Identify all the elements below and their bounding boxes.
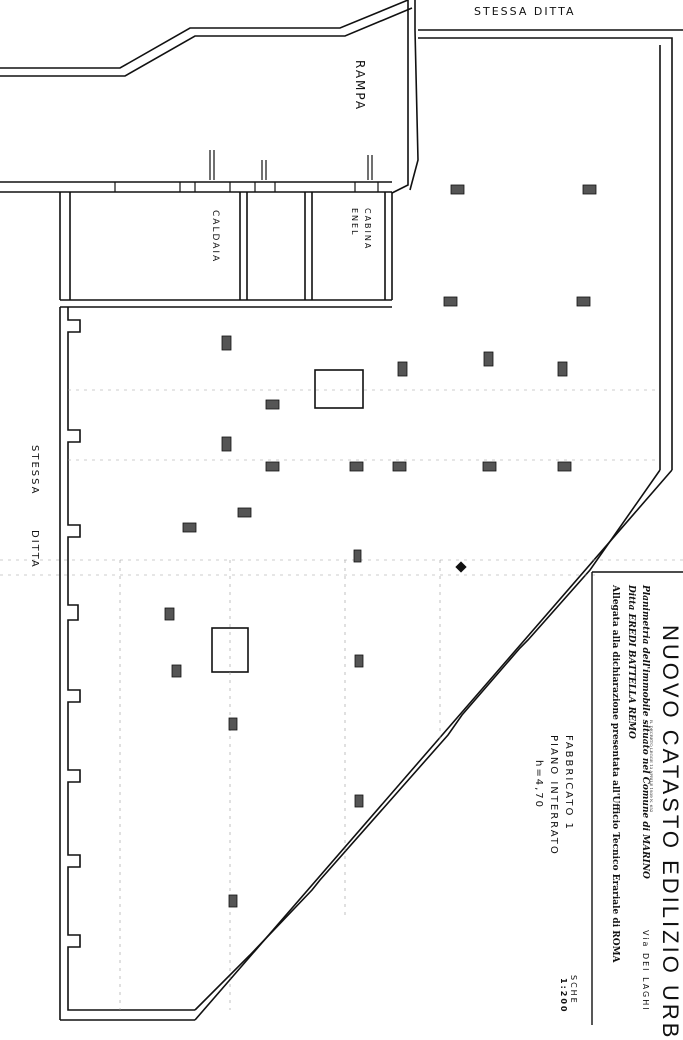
building-label-3: h=4,70 bbox=[533, 760, 544, 809]
pillar bbox=[576, 296, 591, 307]
pillar bbox=[349, 461, 364, 472]
opening-1 bbox=[314, 369, 364, 409]
building-label-1: FABBRICATO 1 bbox=[563, 735, 574, 831]
service-wall-2 bbox=[304, 192, 313, 300]
pillar bbox=[392, 461, 407, 472]
ramp-wall-right-inner bbox=[409, 0, 419, 191]
pillar bbox=[265, 461, 280, 472]
label-cabina: CABINA bbox=[363, 208, 372, 251]
ramp-wall-upper-inner bbox=[0, 7, 413, 77]
label-caldaia: CALDAIA bbox=[210, 210, 220, 264]
label-left-adjacent-1: STESSA bbox=[29, 445, 40, 496]
pillar bbox=[443, 296, 458, 307]
pillar bbox=[221, 436, 232, 452]
title-block-line1: Planimetria dell'immobile situato nel Co… bbox=[640, 585, 650, 879]
pillar bbox=[228, 894, 238, 908]
left-wall-inner bbox=[67, 307, 195, 1011]
label-top-adjacent: STESSA DITTA bbox=[474, 5, 576, 18]
service-wall-3 bbox=[384, 192, 393, 300]
service-room-caldaia bbox=[59, 192, 71, 300]
ramp-wall-right bbox=[391, 0, 409, 194]
pillar bbox=[182, 522, 197, 533]
label-enel: ENEL bbox=[350, 208, 359, 237]
diagonal-wall-inner bbox=[194, 469, 661, 1011]
marker-diamond bbox=[455, 561, 467, 573]
title-block-scale-2: 1:200 bbox=[559, 978, 568, 1014]
pillar bbox=[557, 361, 568, 377]
title-block-frame bbox=[591, 571, 683, 1025]
pillar bbox=[353, 549, 362, 563]
title-block-line3: Allegata alla dichiarazione presentata a… bbox=[610, 585, 620, 963]
pillar bbox=[582, 184, 597, 195]
pillar bbox=[265, 399, 280, 410]
pillar bbox=[482, 461, 497, 472]
top-boundary-inner bbox=[418, 37, 673, 470]
pillar bbox=[483, 351, 494, 367]
building-label-2: PIANO INTERRATO bbox=[548, 735, 559, 856]
pillar bbox=[164, 607, 175, 621]
label-left-adjacent-2: DITTA bbox=[29, 530, 40, 569]
title-block-line2: Ditta EREDI BATTELLA REMO bbox=[626, 585, 636, 739]
pillar bbox=[171, 664, 182, 678]
service-wall-1 bbox=[239, 192, 248, 300]
pillar bbox=[397, 361, 408, 377]
service-rooms-bottom bbox=[60, 299, 392, 308]
title-block-header: NUOVO CATASTO EDILIZIO URB bbox=[658, 625, 683, 1040]
pillar bbox=[450, 184, 465, 195]
title-block-scale-1: SCHE bbox=[569, 975, 578, 1005]
label-rampa: RAMPA bbox=[353, 60, 367, 112]
pillar bbox=[221, 335, 232, 351]
pillar bbox=[354, 654, 364, 668]
pillar bbox=[557, 461, 572, 472]
title-block-street: Via DEI LAGHI bbox=[641, 930, 650, 1012]
pillar bbox=[354, 794, 364, 808]
pillar bbox=[237, 507, 252, 518]
pillar bbox=[228, 717, 238, 731]
ramp-wall-upper bbox=[0, 0, 409, 69]
